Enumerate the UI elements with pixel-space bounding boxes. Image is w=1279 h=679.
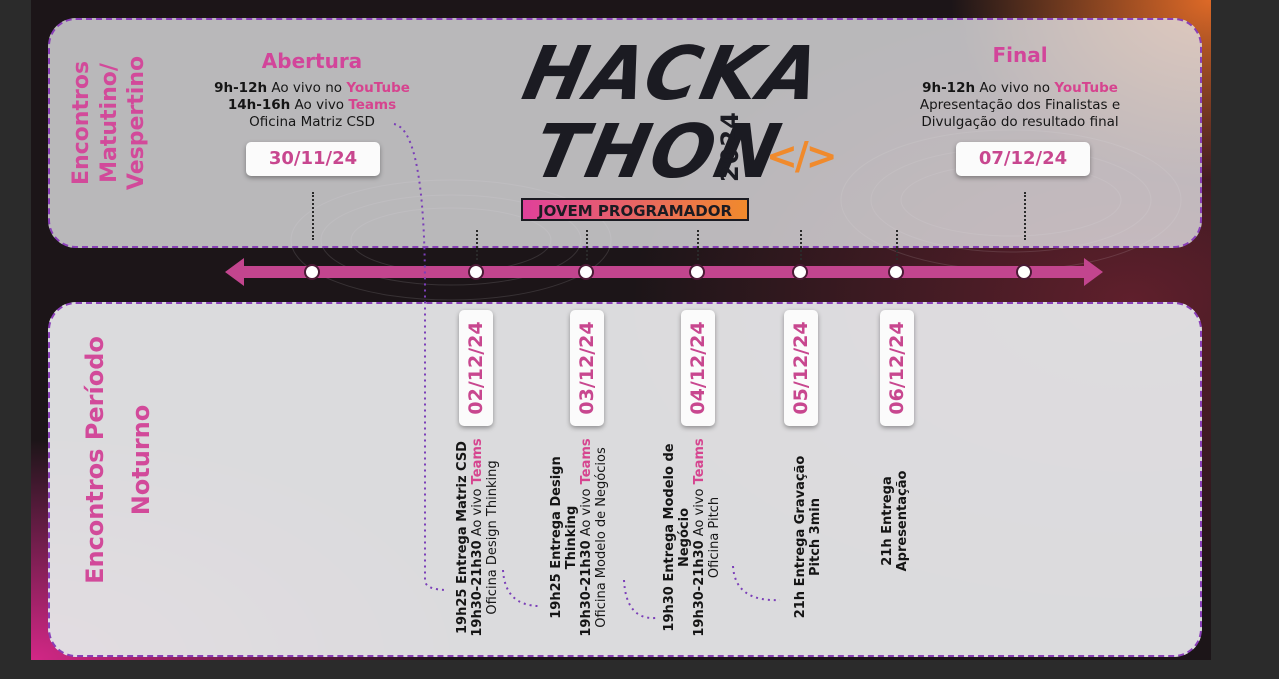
timeline-node-0212 xyxy=(468,264,484,280)
events-0612: 21h Entrega Apresentação xyxy=(880,470,910,572)
final-details: 9h-12h Ao vivo no YouTube Apresentação d… xyxy=(919,80,1121,130)
timeline-node-0412 xyxy=(689,264,705,280)
timeline-node-0712 xyxy=(1016,264,1032,280)
timeline-node-3011 xyxy=(304,264,320,280)
tick-0312 xyxy=(586,230,588,260)
tick-0612 xyxy=(896,230,898,260)
tick-top-abertura xyxy=(312,192,314,240)
logo-banner: JOVEM PROGRAMADOR xyxy=(521,198,749,221)
final-title: Final xyxy=(992,43,1048,67)
abertura-title: Abertura xyxy=(261,49,363,73)
abertura-details: 9h-12h Ao vivo no YouTube 14h-16h Ao viv… xyxy=(214,80,410,130)
date-card-0212: 02/12/24 xyxy=(459,310,493,426)
timeline-node-0512 xyxy=(792,264,808,280)
bottom-side-label: Encontros Período Noturno xyxy=(81,336,155,584)
events-0312: 19h25 Entrega Design Thinking 19h30-21h3… xyxy=(549,438,609,637)
events-0212: 19h25 Entrega Matriz CSD 19h30-21h30 Ao … xyxy=(455,438,500,637)
date-card-final: 07/12/24 xyxy=(956,142,1090,176)
tick-0212 xyxy=(476,230,478,260)
events-0512: 21h Entrega Gravação Pitch 3min xyxy=(793,455,823,619)
code-icon: </> xyxy=(766,134,838,178)
tick-0512 xyxy=(800,230,802,260)
date-card-abertura: 30/11/24 xyxy=(246,142,380,176)
tick-0412 xyxy=(697,230,699,260)
events-0412: 19h30 Entrega Modelo de Negócio 19h30-21… xyxy=(662,438,722,637)
timeline-node-0612 xyxy=(888,264,904,280)
date-card-0312: 03/12/24 xyxy=(570,310,604,426)
tick-top-final xyxy=(1024,192,1026,240)
date-card-0412: 04/12/24 xyxy=(681,310,715,426)
date-card-0612: 06/12/24 xyxy=(880,310,914,426)
timeline-node-0312 xyxy=(578,264,594,280)
date-card-0512: 05/12/24 xyxy=(784,310,818,426)
bottom-panel xyxy=(48,302,1202,657)
